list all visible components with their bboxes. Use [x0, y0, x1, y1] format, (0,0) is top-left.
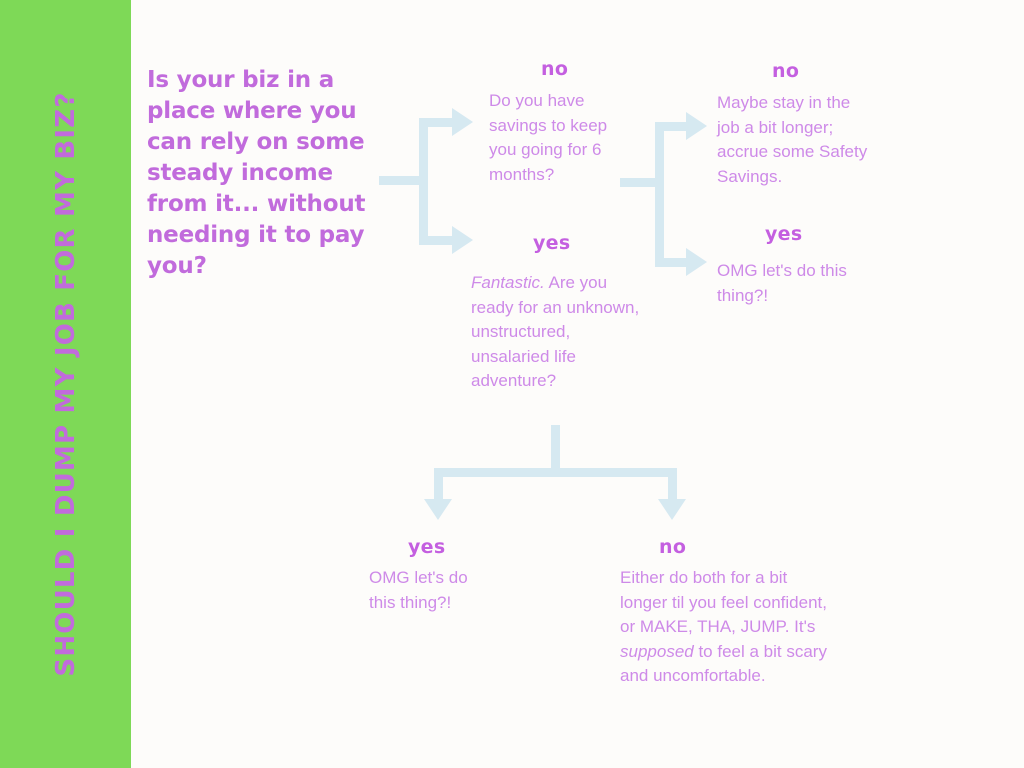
node-text-either-do-both: Either do both for a bit longer til you …	[620, 566, 835, 689]
connector-split-bar-1	[419, 118, 428, 245]
arrowhead-3-left-icon	[424, 499, 452, 520]
sidebar-title: SHOULD I DUMP MY JOB FOR MY BIZ?	[50, 91, 81, 677]
connector-branch-1-lower	[419, 236, 454, 245]
node-text-omg-upper: OMG let's do this thing?!	[717, 261, 847, 305]
connector-leg-3-right	[668, 468, 677, 501]
connector-crossbar-3	[434, 468, 677, 477]
node-text-adventure-rest: Are you ready for an unknown, unstructur…	[471, 273, 640, 391]
node-text-adventure-question: Fantastic. Are you ready for an unknown,…	[471, 271, 646, 394]
arrowhead-2-upper-icon	[686, 112, 707, 140]
arrowhead-3-right-icon	[658, 499, 686, 520]
connector-stem-3	[551, 425, 560, 470]
branch-label-yes-1: yes	[533, 232, 571, 254]
sidebar: SHOULD I DUMP MY JOB FOR MY BIZ?	[0, 0, 131, 768]
arrowhead-2-lower-icon	[686, 248, 707, 276]
node-text-supposed-italic: supposed	[620, 641, 694, 661]
main-question: Is your biz in a place where you can rel…	[147, 67, 366, 279]
branch-label-yes-2: yes	[765, 223, 803, 245]
node-text-savings-question: Do you have savings to keep you going fo…	[489, 91, 608, 184]
connector-stem-2	[620, 178, 662, 187]
node-text-omg-lower: OMG let's do this thing?!	[369, 568, 468, 612]
node-text-stay-in-job: Maybe stay in the job a bit longer; accr…	[717, 93, 868, 186]
branch-label-yes-3: yes	[408, 536, 446, 558]
node-text-fantastic-italic: Fantastic.	[471, 273, 545, 292]
branch-label-no-1: no	[541, 58, 569, 80]
connector-branch-1-upper	[419, 118, 454, 127]
connector-branch-2-lower	[655, 258, 688, 267]
branch-label-no-2: no	[772, 60, 800, 82]
arrowhead-1-lower-icon	[452, 226, 473, 254]
node-text-either-pre: Either do both for a bit longer til you …	[620, 568, 827, 637]
branch-label-no-3: no	[659, 536, 687, 558]
node-text-either-post: to feel a bit scary and uncomfortable.	[620, 641, 827, 686]
connector-stem-1	[379, 176, 426, 185]
connector-split-bar-2	[655, 122, 664, 267]
arrowhead-1-upper-icon	[452, 108, 473, 136]
connector-branch-2-upper	[655, 122, 688, 131]
connector-leg-3-left	[434, 468, 443, 501]
